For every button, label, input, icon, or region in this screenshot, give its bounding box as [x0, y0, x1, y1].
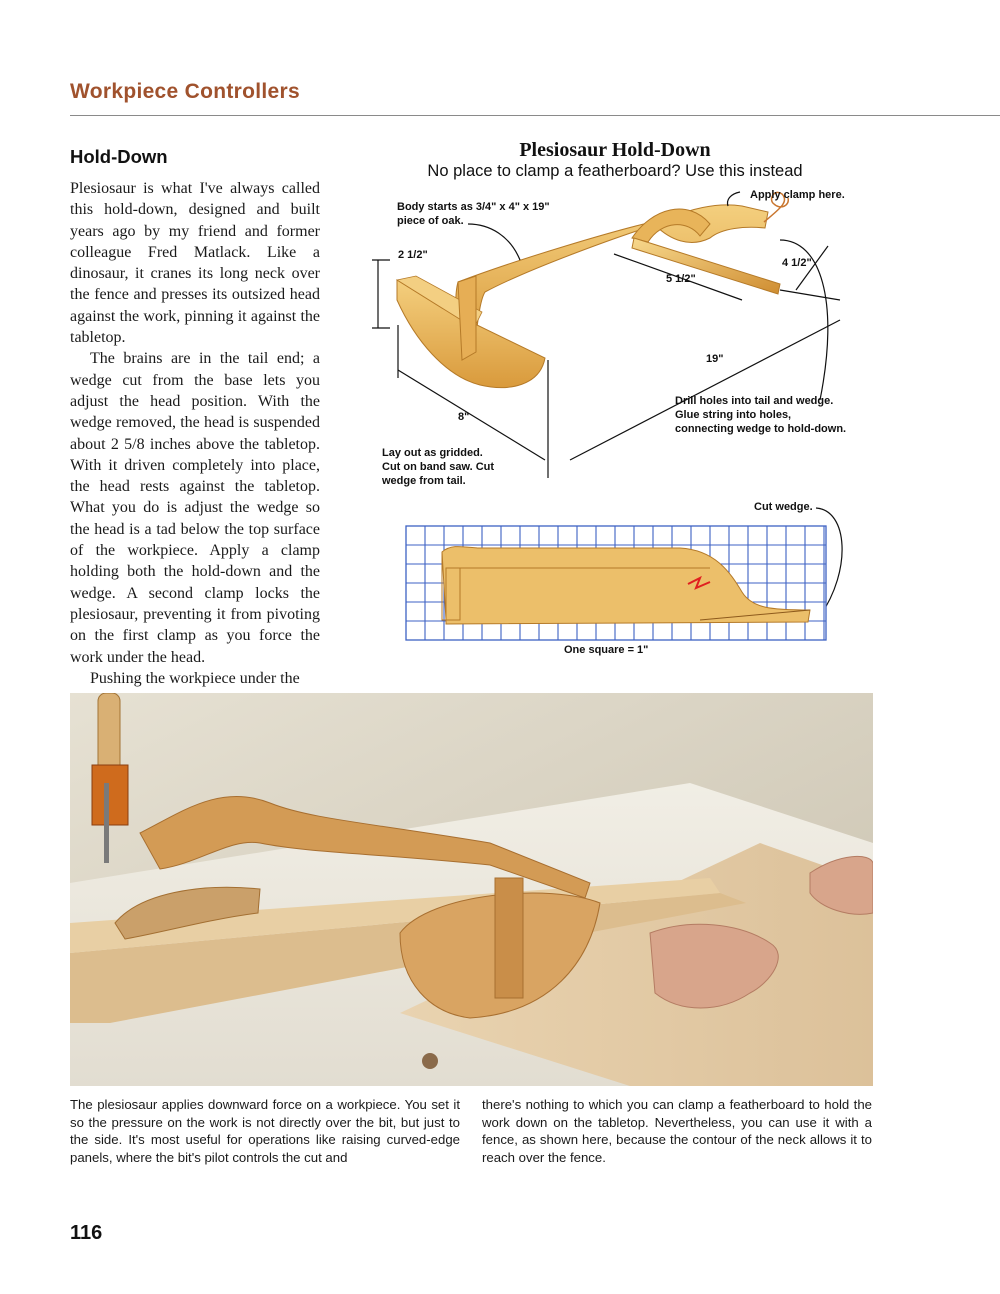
- label-dim-4-half: 4 1/2": [782, 257, 812, 269]
- label-dim-8: 8": [458, 411, 470, 423]
- figure-subtitle: No place to clamp a featherboard? Use th…: [427, 162, 803, 180]
- label-drill-3: connecting wedge to hold-down.: [675, 423, 847, 435]
- article-body: Plesiosaur is what I've always called th…: [70, 178, 320, 689]
- label-dim-5-half: 5 1/2": [666, 273, 696, 285]
- dimension-lines: [372, 191, 843, 617]
- section-title: Workpiece Controllers: [70, 80, 300, 103]
- label-layout-3: wedge from tail.: [382, 475, 466, 487]
- label-drill-2: Glue string into holes,: [675, 409, 792, 421]
- label-dim-19: 19": [706, 353, 724, 365]
- diagram-illustration: [372, 191, 843, 641]
- label-layout-1: Lay out as gridded.: [382, 447, 483, 459]
- paragraph-1: Plesiosaur is what I've always called th…: [70, 180, 320, 347]
- label-dim-2-half: 2 1/2": [398, 249, 428, 261]
- label-body-starts-2: piece of oak.: [397, 215, 464, 227]
- section-rule: [70, 115, 1000, 116]
- page-number: 116: [70, 1222, 103, 1244]
- photo-caption-left: The plesiosaur applies downward force on…: [70, 1097, 460, 1165]
- paragraph-3: Pushing the workpiece under the: [90, 669, 300, 687]
- label-drill-1: Drill holes into tail and wedge.: [675, 395, 834, 407]
- photo-illustration: [70, 693, 873, 1086]
- paragraph-2: The brains are in the tail end; a wedge …: [70, 350, 320, 666]
- figure-title: Plesiosaur Hold-Down: [519, 139, 711, 161]
- hold-down-diagram: Body starts as 3/4" x 4" x 19" piece of …: [370, 180, 870, 665]
- label-cut-wedge: Cut wedge.: [754, 501, 813, 513]
- article-subhead: Hold-Down: [70, 146, 168, 167]
- hold-down-photo: [70, 693, 873, 1086]
- label-body-starts: Body starts as 3/4" x 4" x 19": [397, 201, 550, 213]
- photo-caption-right: there's nothing to which you can clamp a…: [482, 1097, 872, 1165]
- gridded-pattern: [405, 525, 827, 641]
- label-layout-2: Cut on band saw. Cut: [382, 461, 495, 473]
- label-apply-clamp: Apply clamp here.: [750, 189, 845, 201]
- hold-down-3d: [395, 191, 789, 388]
- label-grid-scale: One square = 1": [564, 644, 649, 656]
